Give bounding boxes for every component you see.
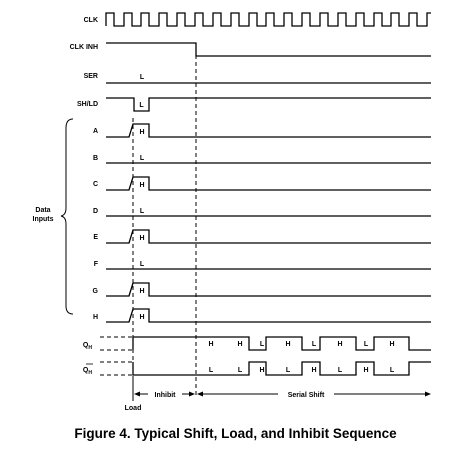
qh-bar-subscript: H bbox=[88, 370, 92, 376]
input-e-waveform bbox=[106, 229, 431, 244]
input-d-label: D bbox=[93, 208, 98, 215]
clk-waveform bbox=[105, 12, 431, 27]
input-h-label: H bbox=[93, 314, 98, 321]
qh-level-6: H bbox=[337, 341, 342, 348]
input-g-level: H bbox=[139, 288, 144, 295]
input-f-level: L bbox=[140, 261, 145, 268]
input-c-level: H bbox=[139, 182, 144, 189]
inhibit-arrow-left-head bbox=[134, 391, 140, 397]
sh-ld-level: L bbox=[139, 102, 144, 109]
inhibit-annotation: Inhibit bbox=[155, 392, 177, 399]
data-inputs-label-line1: Data bbox=[35, 207, 50, 214]
input-f-label: F bbox=[94, 261, 99, 268]
qh-bar-label: QH bbox=[83, 367, 92, 376]
qh-bar-level-3: H bbox=[259, 367, 264, 374]
qh-bar-level-2: L bbox=[238, 367, 243, 374]
input-h-waveform bbox=[106, 308, 431, 323]
serial-shift-annotation: Serial Shift bbox=[288, 392, 325, 399]
qh-bar-letter: Q bbox=[83, 367, 89, 374]
input-e-label: E bbox=[93, 234, 98, 241]
ser-label: SER bbox=[84, 73, 98, 80]
data-inputs-label-line2: Inputs bbox=[33, 216, 54, 223]
qh-waveform bbox=[132, 336, 431, 351]
clk-inh-label: CLK INH bbox=[70, 44, 98, 51]
input-h-level: H bbox=[139, 314, 144, 321]
qh-bar-level-4: L bbox=[286, 367, 291, 374]
clk-label: CLK bbox=[84, 17, 98, 24]
input-d-level: L bbox=[140, 208, 145, 215]
qh-level-7: L bbox=[364, 341, 369, 348]
input-a-level: H bbox=[139, 129, 144, 136]
qh-level-2: H bbox=[237, 341, 242, 348]
clk-inh-waveform bbox=[106, 42, 431, 57]
input-c-label: C bbox=[93, 181, 98, 188]
input-g-label: G bbox=[93, 288, 99, 295]
qh-bar-level-8: L bbox=[390, 367, 395, 374]
qh-letter: Q bbox=[83, 342, 89, 349]
qh-bar-waveform bbox=[132, 361, 431, 376]
input-e-level: H bbox=[139, 235, 144, 242]
serial-shift-arrow-left-head bbox=[197, 391, 203, 397]
load-annotation: Load bbox=[125, 405, 142, 412]
qh-bar-level-7: H bbox=[363, 367, 368, 374]
qh-level-3: L bbox=[260, 341, 265, 348]
qh-level-5: L bbox=[312, 341, 317, 348]
sh-ld-label: SH/LD bbox=[77, 101, 98, 108]
qh-bar-level-6: L bbox=[338, 367, 343, 374]
qh-bar-level-5: H bbox=[311, 367, 316, 374]
timing-diagram: CLK CLK INH SER SH/LD A B C D E F G H QH… bbox=[33, 12, 431, 412]
sh-ld-waveform bbox=[106, 97, 431, 112]
qh-label: QH bbox=[83, 342, 92, 351]
qh-level-1: H bbox=[208, 341, 213, 348]
data-inputs-brace bbox=[60, 118, 74, 315]
input-g-waveform bbox=[106, 282, 431, 297]
input-b-label: B bbox=[93, 155, 98, 162]
input-c-waveform bbox=[106, 176, 431, 191]
qh-level-8: H bbox=[389, 341, 394, 348]
qh-bar-level-1: L bbox=[209, 367, 214, 374]
ser-level: L bbox=[140, 74, 145, 81]
serial-shift-arrow-right-head bbox=[425, 391, 431, 397]
input-b-level: L bbox=[140, 155, 145, 162]
input-a-label: A bbox=[93, 128, 98, 135]
qh-level-4: H bbox=[285, 341, 290, 348]
inhibit-arrow-right-head bbox=[189, 391, 195, 397]
input-a-waveform bbox=[106, 123, 431, 138]
figure-caption: Figure 4. Typical Shift, Load, and Inhib… bbox=[74, 426, 397, 441]
qh-subscript: H bbox=[88, 345, 92, 351]
